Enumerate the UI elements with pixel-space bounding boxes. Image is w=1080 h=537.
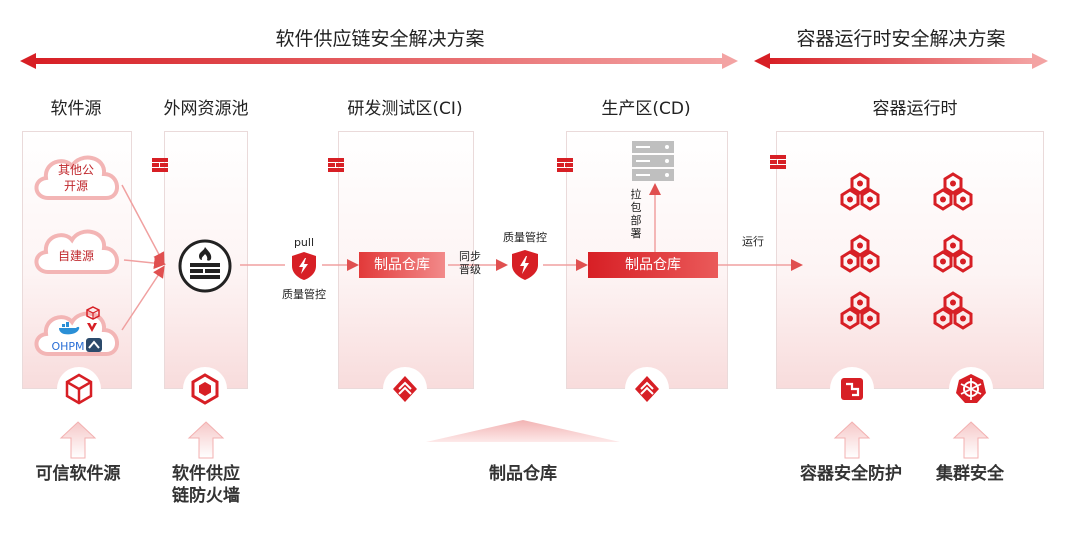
- runtime-double-arrow: [754, 53, 1048, 69]
- hexagon-cluster-icon: [840, 172, 880, 211]
- firewall-brick-icon: [770, 155, 786, 169]
- cloud-label-self-built: 自建源: [57, 249, 94, 263]
- up-arrow-container-protection: [833, 421, 871, 459]
- bottom-label-trusted-source: 可信软件源: [35, 464, 121, 484]
- hexagon-ring-icon: [183, 367, 227, 411]
- cloud-other-open-source: [34, 155, 119, 200]
- ci-artifact-repo-box: 制品仓库: [359, 252, 445, 278]
- bottom-label-cluster-security: 集群安全: [936, 464, 1004, 484]
- cube-icon: [57, 367, 101, 411]
- server-rack-icon: [632, 141, 674, 181]
- label-run: 运行: [742, 235, 764, 248]
- runtime-banner-title: 容器运行时安全解决方案: [796, 28, 1006, 50]
- column-title-software-source: 软件源: [50, 99, 102, 119]
- firewall-brick-icon: [152, 158, 168, 172]
- banner-arrows: [20, 53, 1048, 69]
- label-quality-control-2: 质量管控: [503, 231, 547, 244]
- layers-logo-icon: [383, 367, 427, 411]
- up-arrow-cluster-security: [952, 421, 990, 459]
- hexagon-cluster-icon: [933, 291, 973, 330]
- hexagon-cluster-icon: [933, 234, 973, 273]
- up-arrow-trusted-source: [59, 421, 97, 459]
- column-title-container-runtime: 容器运行时: [872, 99, 958, 119]
- bottom-label-supply-firewall: 软件供应 链防火墙: [172, 464, 240, 506]
- label-quality-control-1: 质量管控: [282, 288, 326, 301]
- bottom-label-artifact-repo: 制品仓库: [489, 464, 557, 484]
- hexagon-cluster-icon: [840, 291, 880, 330]
- up-arrow-artifact-repo: [426, 420, 620, 442]
- up-arrow-supply-firewall: [187, 421, 225, 459]
- cloud-label-other-open-source: 其他公 开源: [48, 162, 104, 194]
- cloud-text: 其他公 开源: [57, 163, 94, 193]
- cloud-self-built: [34, 229, 119, 274]
- cluster-wheel-icon: [949, 367, 993, 411]
- layers-logo-icon: [625, 367, 669, 411]
- docker-whale-icon: [59, 322, 80, 335]
- supply-chain-double-arrow: [20, 53, 738, 69]
- npm-cube-icon: [86, 306, 100, 320]
- firewall-brick-icon: [557, 158, 573, 172]
- label-pull: pull: [293, 236, 315, 249]
- bottom-label-container-protection: 容器安全防护: [800, 464, 902, 484]
- cd-artifact-repo-box: 制品仓库: [588, 252, 718, 278]
- vue-v-icon: [87, 323, 97, 332]
- panel-container-runtime: [776, 131, 1044, 389]
- label-pull-deploy: 拉 包 部 署: [630, 188, 642, 240]
- firewall-gateway-icon: [178, 239, 232, 293]
- supply-chain-banner-title: 软件供应链安全解决方案: [275, 28, 485, 50]
- cloud-label-ohpm: OHPM: [51, 340, 85, 353]
- shield-lightning-icon: [292, 252, 316, 280]
- label-sync-promote: 同步 晋级: [459, 250, 481, 276]
- mountain-badge-icon: [86, 338, 102, 352]
- column-title-production: 生产区(CD): [601, 99, 691, 119]
- firewall-brick-icon: [328, 158, 344, 172]
- column-title-dev-test: 研发测试区(CI): [347, 99, 463, 119]
- container-protect-icon: [830, 367, 874, 411]
- shield-lightning-icon: [512, 250, 538, 280]
- hexagon-cluster-icon: [933, 172, 973, 211]
- hexagon-cluster-icon: [840, 234, 880, 273]
- column-title-external-pool: 外网资源池: [163, 99, 249, 119]
